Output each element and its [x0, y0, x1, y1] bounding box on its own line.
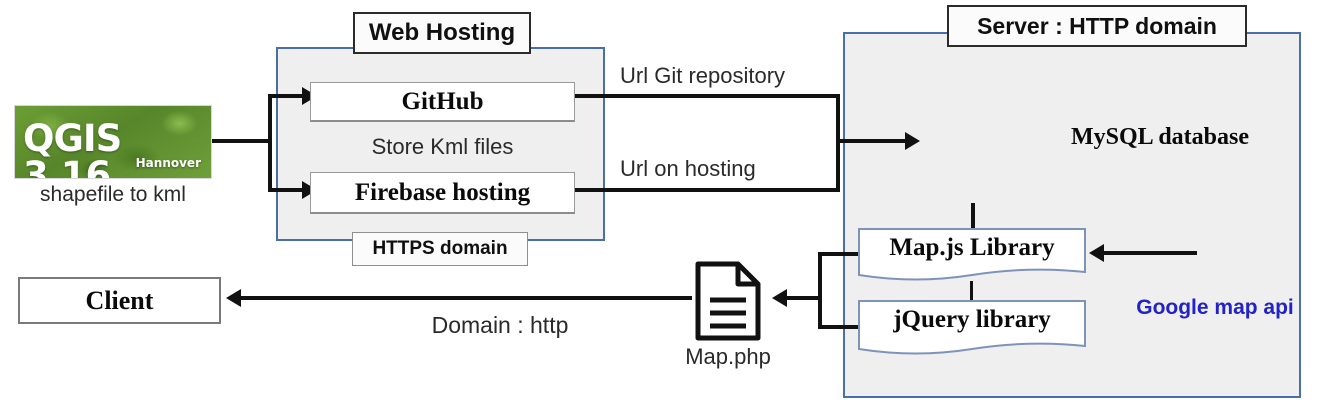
connector-mapjs-to-jquery — [970, 281, 973, 305]
connector-urls-merge — [836, 94, 840, 192]
domain-http-label: Domain : http — [431, 311, 569, 338]
client-box[interactable]: Client — [18, 277, 221, 324]
qgis-logo: QGIS 3.16 Hannover — [14, 105, 212, 179]
https-domain-label: HTTPS domain — [352, 232, 528, 266]
connector-qgis-to-split — [210, 139, 272, 143]
connector-split-vertical — [268, 96, 272, 192]
jquery-library-label: jQuery library — [893, 306, 1051, 333]
qgis-logo-text: QGIS 3.16 — [23, 117, 122, 179]
web-hosting-title: Web Hosting — [353, 12, 531, 54]
mapjs-library-label: Map.js Library — [889, 234, 1055, 261]
connector-github-out — [575, 94, 840, 98]
store-kml-note: Store Kml files — [371, 134, 514, 159]
connector-jquery-left — [818, 325, 860, 329]
firebase-hosting-box[interactable]: Firebase hosting — [310, 172, 575, 214]
server-title: Server : HTTP domain — [947, 5, 1247, 47]
connector-mapjs-left — [818, 252, 860, 256]
connector-gmaps-to-mapjs — [1103, 251, 1197, 255]
mapjs-library-box[interactable]: Map.js Library — [858, 228, 1086, 284]
url-git-repository-label: Url Git repository — [620, 63, 786, 88]
connector-mapphp-to-client — [240, 296, 692, 300]
mapphp-label: Map.php — [685, 344, 771, 369]
arrow-into-mapphp — [772, 289, 787, 307]
qgis-logo-subtext: Hannover — [135, 156, 201, 170]
url-on-hosting-label: Url on hosting — [620, 156, 756, 181]
arrow-into-mapjs-from-gmaps — [1089, 244, 1104, 262]
connector-split-to-firebase — [268, 188, 304, 192]
jquery-library-box[interactable]: jQuery library — [858, 300, 1086, 358]
github-box[interactable]: GitHub — [310, 82, 575, 122]
qgis-caption: shapefile to kml — [40, 183, 186, 206]
connector-libraries-merge — [818, 252, 822, 329]
document-icon — [692, 260, 764, 342]
connector-split-to-github — [268, 94, 304, 98]
arrow-into-database — [905, 132, 920, 150]
google-map-api-label: Google map api — [1136, 296, 1294, 319]
connector-database-to-mapjs — [971, 203, 975, 236]
connector-firebase-out — [575, 188, 840, 192]
arrow-into-client — [226, 289, 241, 307]
connector-into-database — [836, 139, 914, 143]
connector-merge-to-mapphp — [786, 296, 822, 300]
mysql-database-label: MySQL database — [1070, 123, 1250, 150]
